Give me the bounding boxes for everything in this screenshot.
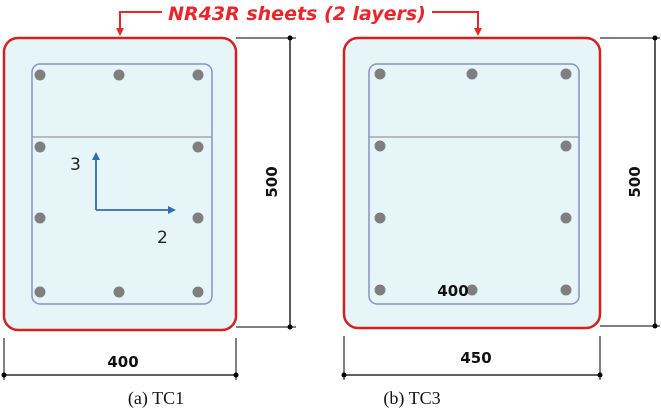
rebar [34, 141, 46, 153]
rebar [34, 286, 46, 298]
section-caption: (b) TC3 [383, 388, 440, 409]
rebar [113, 69, 125, 81]
rebar [192, 69, 204, 81]
rebar [192, 286, 204, 298]
rebar [466, 284, 478, 296]
stirrup [31, 63, 213, 305]
width-dimension-label: 450 [460, 349, 491, 367]
axis-2-label: 2 [157, 228, 168, 248]
rebar [560, 212, 572, 224]
rebar [374, 140, 386, 152]
rebar [374, 212, 386, 224]
dim-endpoint [652, 35, 658, 41]
sheet-label-group: NR43R sheets (2 layers) [116, 3, 482, 36]
frp-jacket [2, 36, 238, 332]
section-caption: (a) TC1 [128, 388, 184, 409]
stirrup [368, 63, 580, 305]
section-tc1: 3 2 400 500 (a) TC1 [1, 35, 296, 409]
sheet-label: NR43R sheets (2 layers) [168, 3, 426, 25]
rebar [560, 284, 572, 296]
dim-endpoint [652, 323, 658, 329]
rebar [374, 284, 386, 296]
dim-endpoint [597, 372, 603, 378]
dim-endpoint [233, 372, 239, 378]
rebar [192, 141, 204, 153]
rebar [34, 69, 46, 81]
rebar [560, 140, 572, 152]
dim-endpoint [287, 324, 293, 330]
inner-width-label: 400 [437, 282, 468, 300]
rebar [466, 68, 478, 80]
rebar [374, 68, 386, 80]
width-dimension-label: 400 [107, 353, 138, 371]
height-dimension-label: 500 [263, 166, 281, 197]
rebar [113, 286, 125, 298]
left-leader-arrow [116, 11, 162, 36]
dim-endpoint [341, 372, 347, 378]
section-tc3: 400 450 500 (b) TC3 [341, 35, 660, 409]
right-leader-arrow [432, 11, 482, 36]
dim-endpoint [1, 372, 7, 378]
rebar [34, 212, 46, 224]
rebar [192, 212, 204, 224]
rebar [560, 68, 572, 80]
axis-3-label: 3 [70, 155, 81, 175]
height-dimension-label: 500 [626, 166, 644, 197]
dim-endpoint [287, 35, 293, 41]
frp-jacket [342, 36, 602, 330]
